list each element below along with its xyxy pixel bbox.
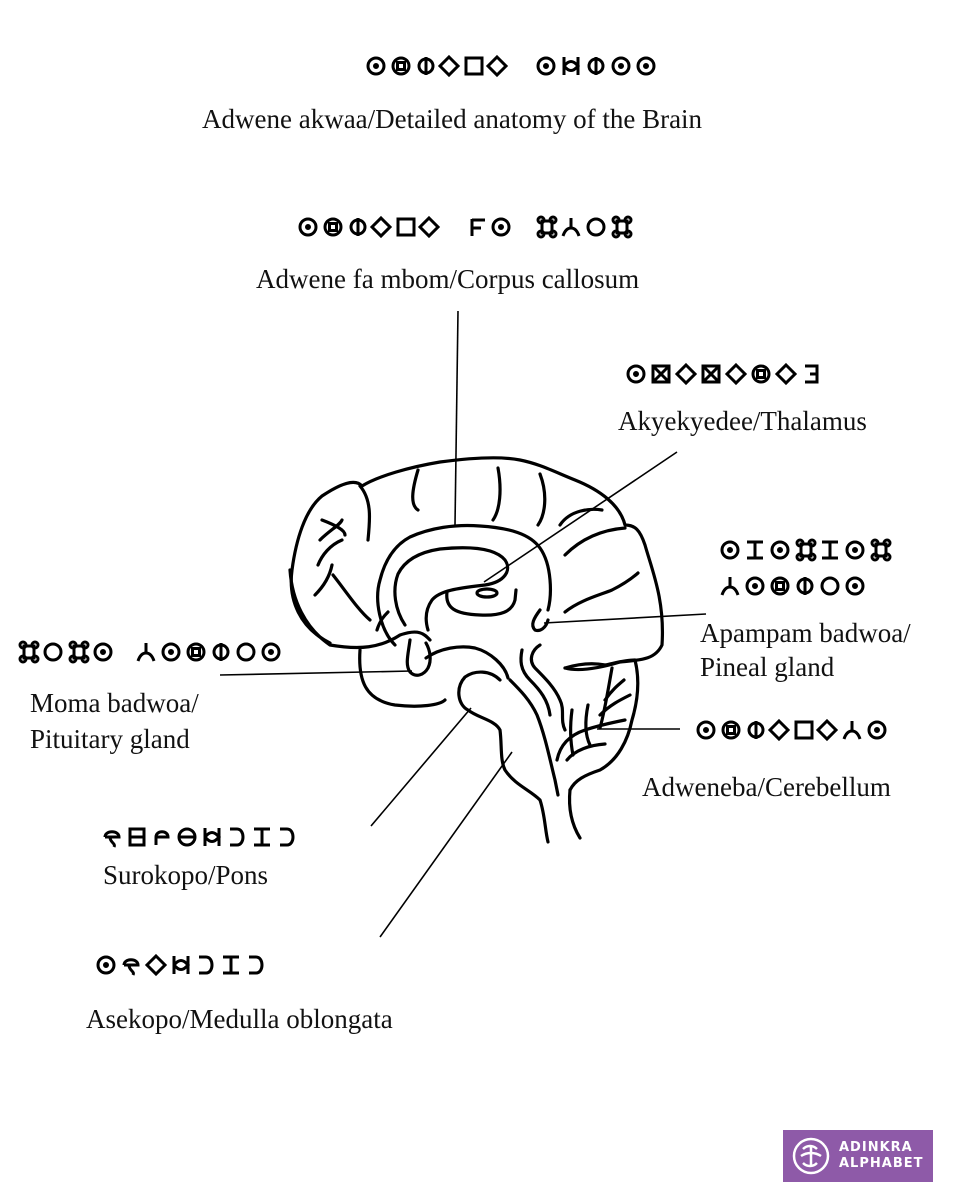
- cerebellum-adinkra-script: [696, 718, 906, 744]
- medulla-adinkra-script: [96, 953, 276, 979]
- adinkra-symbol-icon: [792, 1137, 830, 1175]
- pineal-adinkra-script-line2: [720, 574, 880, 600]
- cerebellum-label: Adweneba/Cerebellum: [642, 772, 891, 802]
- pineal-adinkra-script-line1: [720, 538, 900, 564]
- leader-pituitary: [219, 670, 413, 676]
- corpus-callosum-label: Adwene fa mbom/Corpus callosum: [256, 264, 640, 294]
- leader-corpus-callosum: [454, 310, 459, 526]
- pineal-label-line2: Pineal gland: [700, 652, 835, 682]
- leader-pineal: [543, 613, 707, 624]
- leader-medulla: [379, 751, 513, 938]
- thalamus-adinkra-script: [626, 362, 836, 388]
- page-title: Adwene akwaa/Detailed anatomy of the Bra…: [202, 104, 703, 134]
- adinkra-alphabet-logo: ADINKRA ALPHABET: [783, 1130, 933, 1182]
- pituitary-adinkra-script: [18, 640, 298, 666]
- pineal-label-line1: Apampam badwoa/: [700, 618, 911, 648]
- cerebrum-outline: [289, 456, 665, 672]
- pituitary-label-line2: Pituitary gland: [30, 724, 190, 754]
- pons-label: Surokopo/Pons: [103, 860, 269, 890]
- logo-line2: ALPHABET: [839, 1156, 924, 1171]
- cerebellum-outline: [563, 658, 640, 792]
- corpus-callosum: [376, 523, 552, 647]
- pons-adinkra-script: [102, 825, 302, 851]
- leader-pons: [370, 707, 472, 827]
- corpus-callosum-adinkra-script: [298, 215, 638, 241]
- leader-thalamus: [483, 451, 678, 583]
- logo-line1: ADINKRA: [839, 1140, 913, 1155]
- pituitary-label-line1: Moma badwoa/: [30, 688, 199, 718]
- title-adinkra-script: [366, 54, 666, 80]
- thalamus-label: Akyekyedee/Thalamus: [618, 406, 867, 436]
- thalamus-shape: [475, 587, 499, 599]
- medulla-label: Asekopo/Medulla oblongata: [86, 1004, 393, 1034]
